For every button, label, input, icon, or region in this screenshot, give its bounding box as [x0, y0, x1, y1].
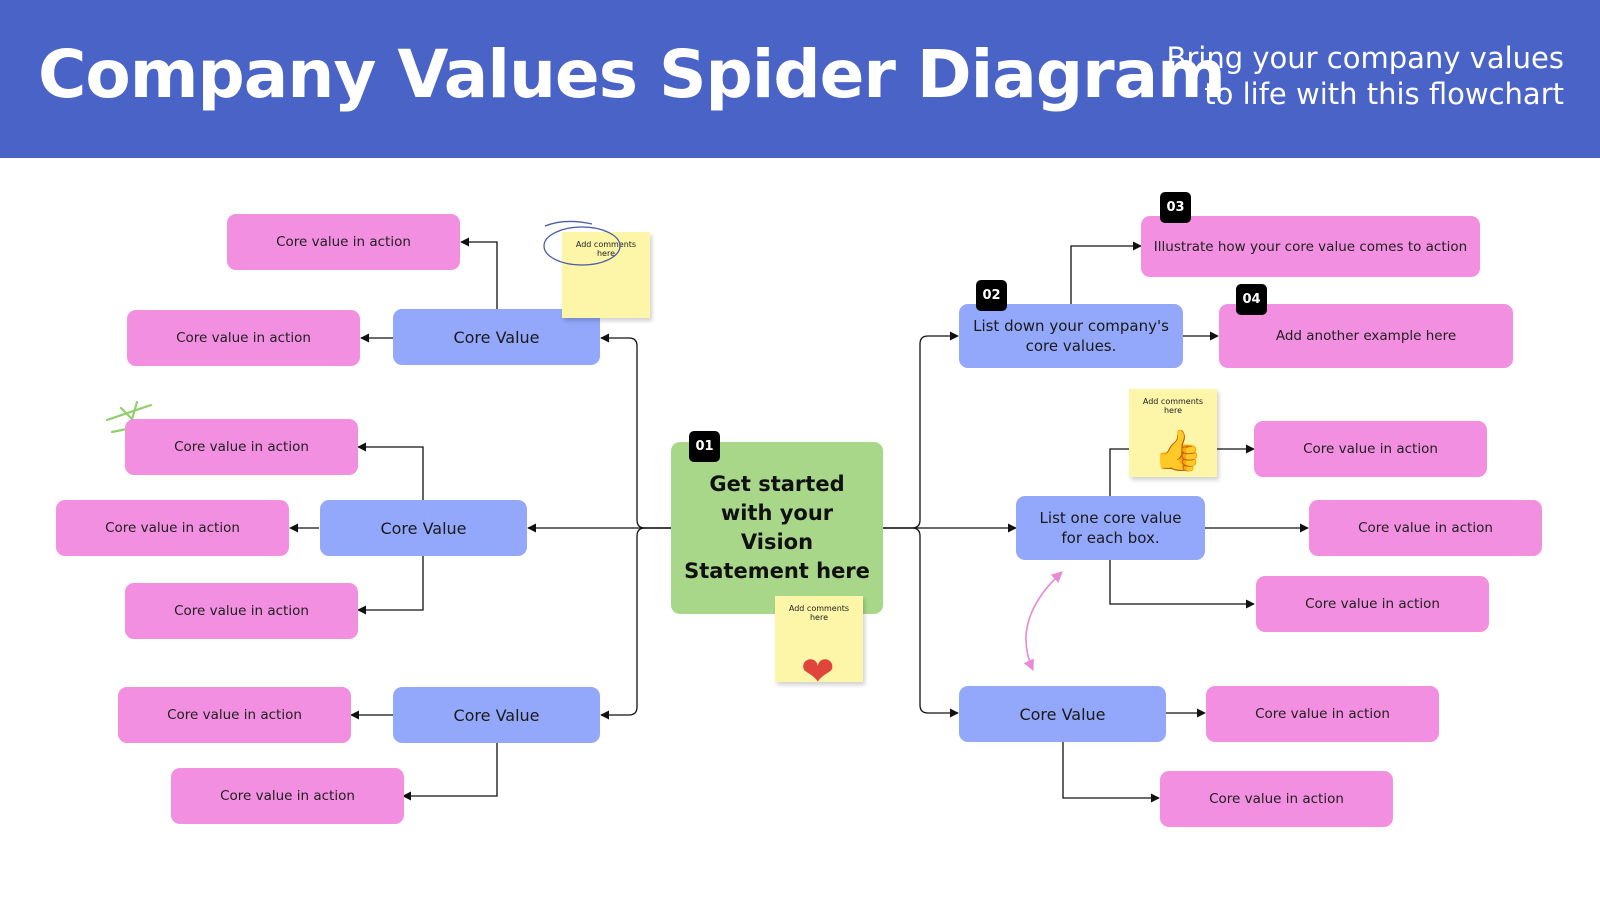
sticky-note-right[interactable]: Add comments here 👍: [1129, 389, 1217, 477]
page-subtitle: Bring your company values to life with t…: [1144, 40, 1564, 112]
action-right-middle-1[interactable]: Core value in action: [1254, 421, 1487, 477]
core-value-right-top[interactable]: List down your company's core values.: [959, 304, 1183, 368]
action-right-bottom-1[interactable]: Core value in action: [1206, 686, 1439, 742]
step-badge-03: 03: [1160, 192, 1191, 223]
action-left-top-1[interactable]: Core value in action: [227, 214, 460, 270]
scribble-circle-icon: [543, 220, 621, 266]
core-value-right-bottom[interactable]: Core Value: [959, 686, 1166, 742]
action-right-middle-2[interactable]: Core value in action: [1309, 500, 1542, 556]
action-left-middle-3[interactable]: Core value in action: [125, 583, 358, 639]
sticky-note-top-left[interactable]: Add comments here: [562, 232, 650, 318]
action-left-bottom-2[interactable]: Core value in action: [171, 768, 404, 824]
step-badge-04: 04: [1236, 284, 1267, 315]
subtitle-line-2: to life with this flowchart: [1204, 77, 1564, 111]
thumbs-up-icon: 👍: [1153, 428, 1203, 474]
core-value-left-middle[interactable]: Core Value: [320, 500, 527, 556]
core-value-right-middle[interactable]: List one core value for each box.: [1016, 496, 1205, 560]
connector: [1109, 559, 1255, 609]
double-arrow-doodle: [1023, 571, 1063, 672]
example-right-top-1[interactable]: Illustrate how your core value comes to …: [1141, 216, 1480, 277]
step-badge-02: 02: [976, 280, 1007, 311]
connector: [883, 331, 959, 529]
header-banner: Company Values Spider Diagram Bring your…: [0, 0, 1600, 158]
action-right-middle-3[interactable]: Core value in action: [1256, 576, 1489, 632]
action-left-middle-2[interactable]: Core value in action: [56, 500, 289, 556]
example-right-top-2[interactable]: Add another example here: [1219, 304, 1513, 368]
step-badge-01: 01: [689, 431, 720, 462]
connector: [357, 442, 424, 500]
connector: [460, 237, 498, 309]
connector: [357, 556, 424, 615]
subtitle-line-1: Bring your company values: [1166, 41, 1564, 75]
action-right-bottom-2[interactable]: Core value in action: [1160, 771, 1393, 827]
sticky-comment-text: Add comments here: [788, 604, 850, 622]
connector: [600, 527, 671, 720]
action-left-middle-1[interactable]: Core value in action: [125, 419, 358, 475]
action-left-top-2[interactable]: Core value in action: [127, 310, 360, 366]
sticky-comment-text: Add comments here: [575, 240, 637, 258]
vision-statement-box[interactable]: Get started with your Vision Statement h…: [671, 442, 883, 614]
heart-icon: ❤: [801, 649, 835, 695]
connector: [1062, 741, 1160, 803]
connector: [883, 527, 959, 718]
page-title: Company Values Spider Diagram: [38, 36, 1226, 113]
connector: [1070, 241, 1142, 304]
core-value-left-bottom[interactable]: Core Value: [393, 687, 600, 743]
action-left-bottom-1[interactable]: Core value in action: [118, 687, 351, 743]
sticky-comment-text: Add comments here: [1142, 397, 1204, 415]
sticky-note-center[interactable]: Add comments here ❤: [775, 596, 863, 692]
connector: [600, 333, 671, 529]
connector: [402, 743, 498, 801]
core-value-left-top[interactable]: Core Value: [393, 309, 600, 365]
